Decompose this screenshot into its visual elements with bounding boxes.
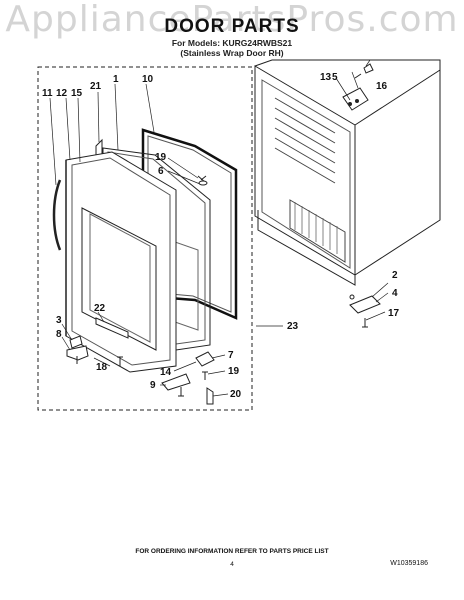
callout-20: 20 xyxy=(230,389,242,400)
top-hinge xyxy=(342,87,369,111)
models-line: For Models: KURG24RWBS21 xyxy=(171,38,293,48)
callout-18: 18 xyxy=(96,362,108,373)
callout-5: 5 xyxy=(332,72,338,83)
bottom-hinge xyxy=(349,295,381,314)
callout-11: 11 xyxy=(42,88,53,99)
callout-6: 6 xyxy=(158,166,164,177)
door-handle xyxy=(52,179,62,251)
variant-line: (Stainless Wrap Door RH) xyxy=(180,48,284,58)
callout-3: 3 xyxy=(56,315,62,326)
callout-12: 12 xyxy=(56,88,68,99)
callout-15: 15 xyxy=(71,88,83,99)
callout-13: 13 xyxy=(320,72,332,83)
callout-1: 1 xyxy=(113,74,119,85)
ordering-note: FOR ORDERING INFORMATION REFER TO PARTS … xyxy=(135,548,329,555)
callout-21: 21 xyxy=(90,81,102,92)
callout-14: 14 xyxy=(160,367,172,378)
callout-10: 10 xyxy=(142,74,154,85)
callout-23: 23 xyxy=(287,321,299,332)
callout-9: 9 xyxy=(150,380,156,391)
callout-19-top: 19 xyxy=(155,152,167,163)
outer-door-wrap xyxy=(65,151,177,373)
callout-4: 4 xyxy=(392,288,398,299)
callout-17: 17 xyxy=(388,308,400,319)
callout-16: 16 xyxy=(376,81,388,92)
callout-8: 8 xyxy=(56,329,62,340)
cabinet xyxy=(254,59,441,286)
watermark: AppliancePartsPros.com xyxy=(5,0,459,40)
callout-19-bottom: 19 xyxy=(228,366,240,377)
door-assembly-boundary xyxy=(37,66,253,411)
callout-22: 22 xyxy=(94,303,106,314)
page-number: 4 xyxy=(230,561,234,568)
page-title: DOOR PARTS xyxy=(164,16,300,37)
callout-2: 2 xyxy=(392,270,398,281)
document-number: W10359186 xyxy=(390,560,428,567)
callout-7: 7 xyxy=(228,350,234,361)
trim-strip xyxy=(95,317,129,339)
